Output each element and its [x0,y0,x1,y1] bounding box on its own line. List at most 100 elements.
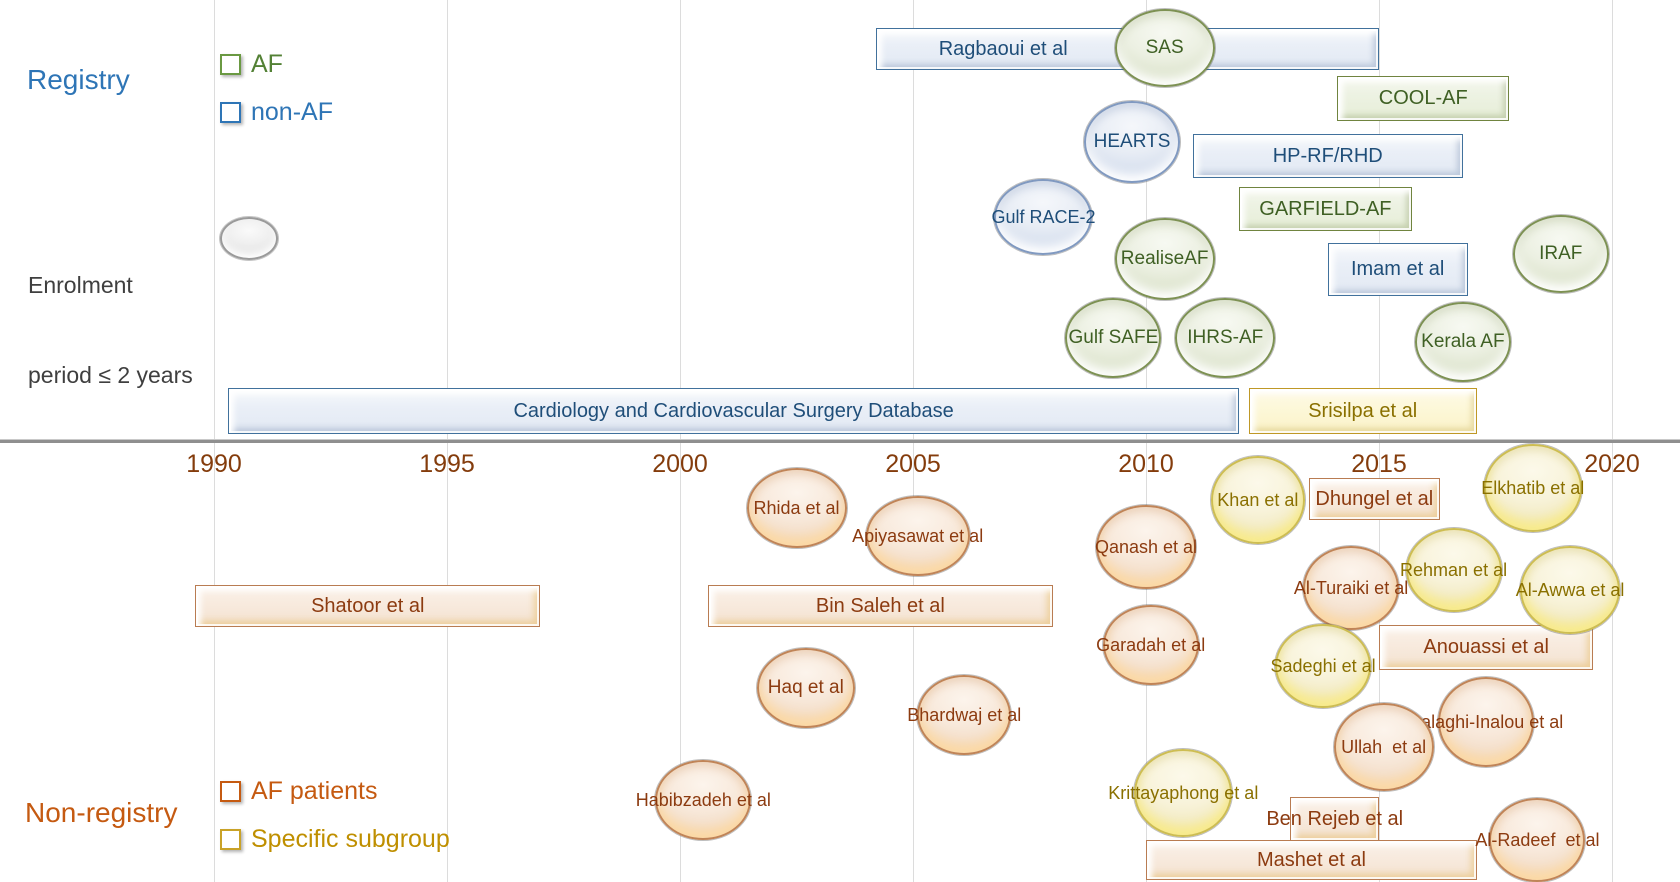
study-bin-saleh-et-al: Bin Saleh et al [707,585,1053,627]
study-hp-rf-rhd: HP-RF/RHD [1192,134,1463,178]
axis-label-2005: 2005 [885,450,941,478]
specific-subgroup-legend-label: Specific subgroup [251,825,450,853]
study-gulf-safe: Gulf SAFE [1065,298,1162,378]
study-hearts: HEARTS [1084,101,1181,183]
study-habibzadeh-et-al: Habibzadeh et al [636,760,771,840]
study-al-turaiki-et-al: Al-Turaiki et al [1294,546,1408,630]
study-label: Al-Turaiki et al [1293,577,1409,598]
axis-label-2015: 2015 [1351,450,1407,478]
study-rhida-et-al: Rhida et al [746,468,847,548]
study-label: COOL-AF [1378,87,1468,109]
study-label: Balaghi-Inalou et al [1409,711,1564,732]
af-patients-legend-swatch [220,781,241,802]
study-label: Rhida et al [753,497,840,518]
af-patients-legend-label: AF patients [251,777,378,805]
study-label: Gulf SAFE [1068,327,1159,349]
study-shatoor-et-al: Shatoor et al [195,585,541,627]
study-krittayaphong-et-al: Krittayaphong et al [1108,749,1258,837]
study-elkhatib-et-al: Elkhatib et al [1481,444,1585,532]
study-label: Haq et al [767,677,844,699]
study-apiyasawat-et-al: Apiyasawat et al [852,496,983,576]
study-al-radeef-et-al: Al-Radeef et al [1475,798,1599,882]
study-garfield-af: GARFIELD-AF [1239,187,1412,231]
study-realiseaf: RealiseAF [1114,218,1215,300]
study-label: Al-Awwa et al [1515,579,1625,600]
study-imam-et-al: Imam et al [1327,243,1468,296]
study-al-awwa-et-al: Al-Awwa et al [1516,546,1624,634]
axis-label-2010: 2010 [1118,450,1174,478]
enrolment-note: Enrolment period ≤ 2 years [28,210,193,450]
study-label: GARFIELD-AF [1259,197,1392,220]
study-label: Qanash et al [1094,536,1198,557]
registry-section-label: Registry [27,64,130,95]
study-gulf-race-2: Gulf RACE-2 [991,179,1096,255]
study-haq-et-al: Haq et al [756,648,855,728]
axis-label-2020: 2020 [1584,450,1640,478]
legend-item-af-patients: AF patients [220,777,377,806]
specific-subgroup-legend-swatch [220,829,241,850]
non-af-legend-swatch [220,102,241,123]
axis-label-2000: 2000 [652,450,708,478]
axis-label-1995: 1995 [419,450,475,478]
study-cool-af: COOL-AF [1337,76,1510,121]
study-label: Habibzadeh et al [635,789,771,810]
af-legend-swatch [220,54,241,75]
axis-label-1990: 1990 [186,450,242,478]
study-rehman-et-al: Rehman et al [1400,528,1507,612]
enrolment-note-line2: period ≤ 2 years [28,362,193,388]
study-qanash-et-al: Qanash et al [1094,505,1198,589]
non-af-legend-label: non-AF [251,98,333,126]
study-label: Khan et al [1217,489,1299,510]
study-sadeghi-et-al: Sadeghi et al [1271,624,1376,708]
study-kerala-af: Kerala AF [1414,302,1511,382]
study-label: IRAF [1539,243,1583,265]
study-label: HP-RF/RHD [1272,144,1383,167]
study-label: Ullah et al [1341,736,1427,757]
study-label: Imam et al [1350,258,1445,280]
study-label: Anouassi et al [1423,636,1549,658]
study-label: Al-Radeef et al [1475,829,1600,850]
study-iraf: IRAF [1512,215,1609,293]
axis-divider [0,439,1680,443]
study-ben-rejeb-et-al: Ben Rejeb et al [1266,797,1403,841]
legend-item-non-af: non-AF [220,98,333,127]
study-label: Gulf RACE-2 [991,206,1096,227]
legend-item-af: AF [220,50,283,79]
study-khan-et-al: Khan et al [1210,456,1305,544]
study-label: HEARTS [1093,131,1171,153]
study-label: SAS [1145,37,1184,59]
study-mashet-et-al: Mashet et al [1146,840,1477,880]
study-label: Mashet et al [1256,848,1366,871]
study-ihrs-af: IHRS-AF [1175,298,1276,378]
study-label: Elkhatib et al [1481,477,1585,498]
enrolment-ellipse-icon [220,217,278,260]
study-label: Rehman et al [1400,559,1508,580]
af-legend-label: AF [251,50,283,78]
study-srisilpa-et-al: Srisilpa et al [1248,388,1477,434]
study-anouassi-et-al: Anouassi et al [1379,625,1594,670]
study-label: IHRS-AF [1187,327,1264,349]
study-label: Garadah et al [1096,634,1206,655]
study-label: Srisilpa et al [1308,399,1418,422]
study-garadah-et-al: Garadah et al [1096,605,1205,685]
study-dhungel-et-al: Dhungel et al [1309,478,1440,520]
study-label: Bhardwaj et al [907,704,1022,725]
study-label: Shatoor et al [311,594,425,617]
study-cardiology-and-cardiovascular-surgery-database: Cardiology and Cardiovascular Surgery Da… [227,388,1240,434]
study-label: Cardiology and Cardiovascular Surgery Da… [513,399,954,422]
study-label: Dhungel et al [1315,487,1434,510]
study-label: Apiyasawat et al [852,525,984,546]
study-balaghi-inalou-et-al: Balaghi-Inalou et al [1409,677,1563,767]
study-label: Bin Saleh et al [815,594,945,617]
study-label: Krittayaphong et al [1108,782,1259,803]
study-label: Kerala AF [1421,331,1505,353]
study-label: Ragbaoui et al [938,37,1068,60]
nonregistry-section-label: Non-registry [25,797,178,828]
enrolment-note-line1: Enrolment [28,272,133,298]
legend-item-specific-subgroup: Specific subgroup [220,825,450,854]
study-ullah-et-al: Ullah et al [1333,703,1434,791]
study-label: Ben Rejeb et al [1266,807,1404,830]
study-label: Sadeghi et al [1270,655,1376,676]
study-label: RealiseAF [1120,248,1209,270]
